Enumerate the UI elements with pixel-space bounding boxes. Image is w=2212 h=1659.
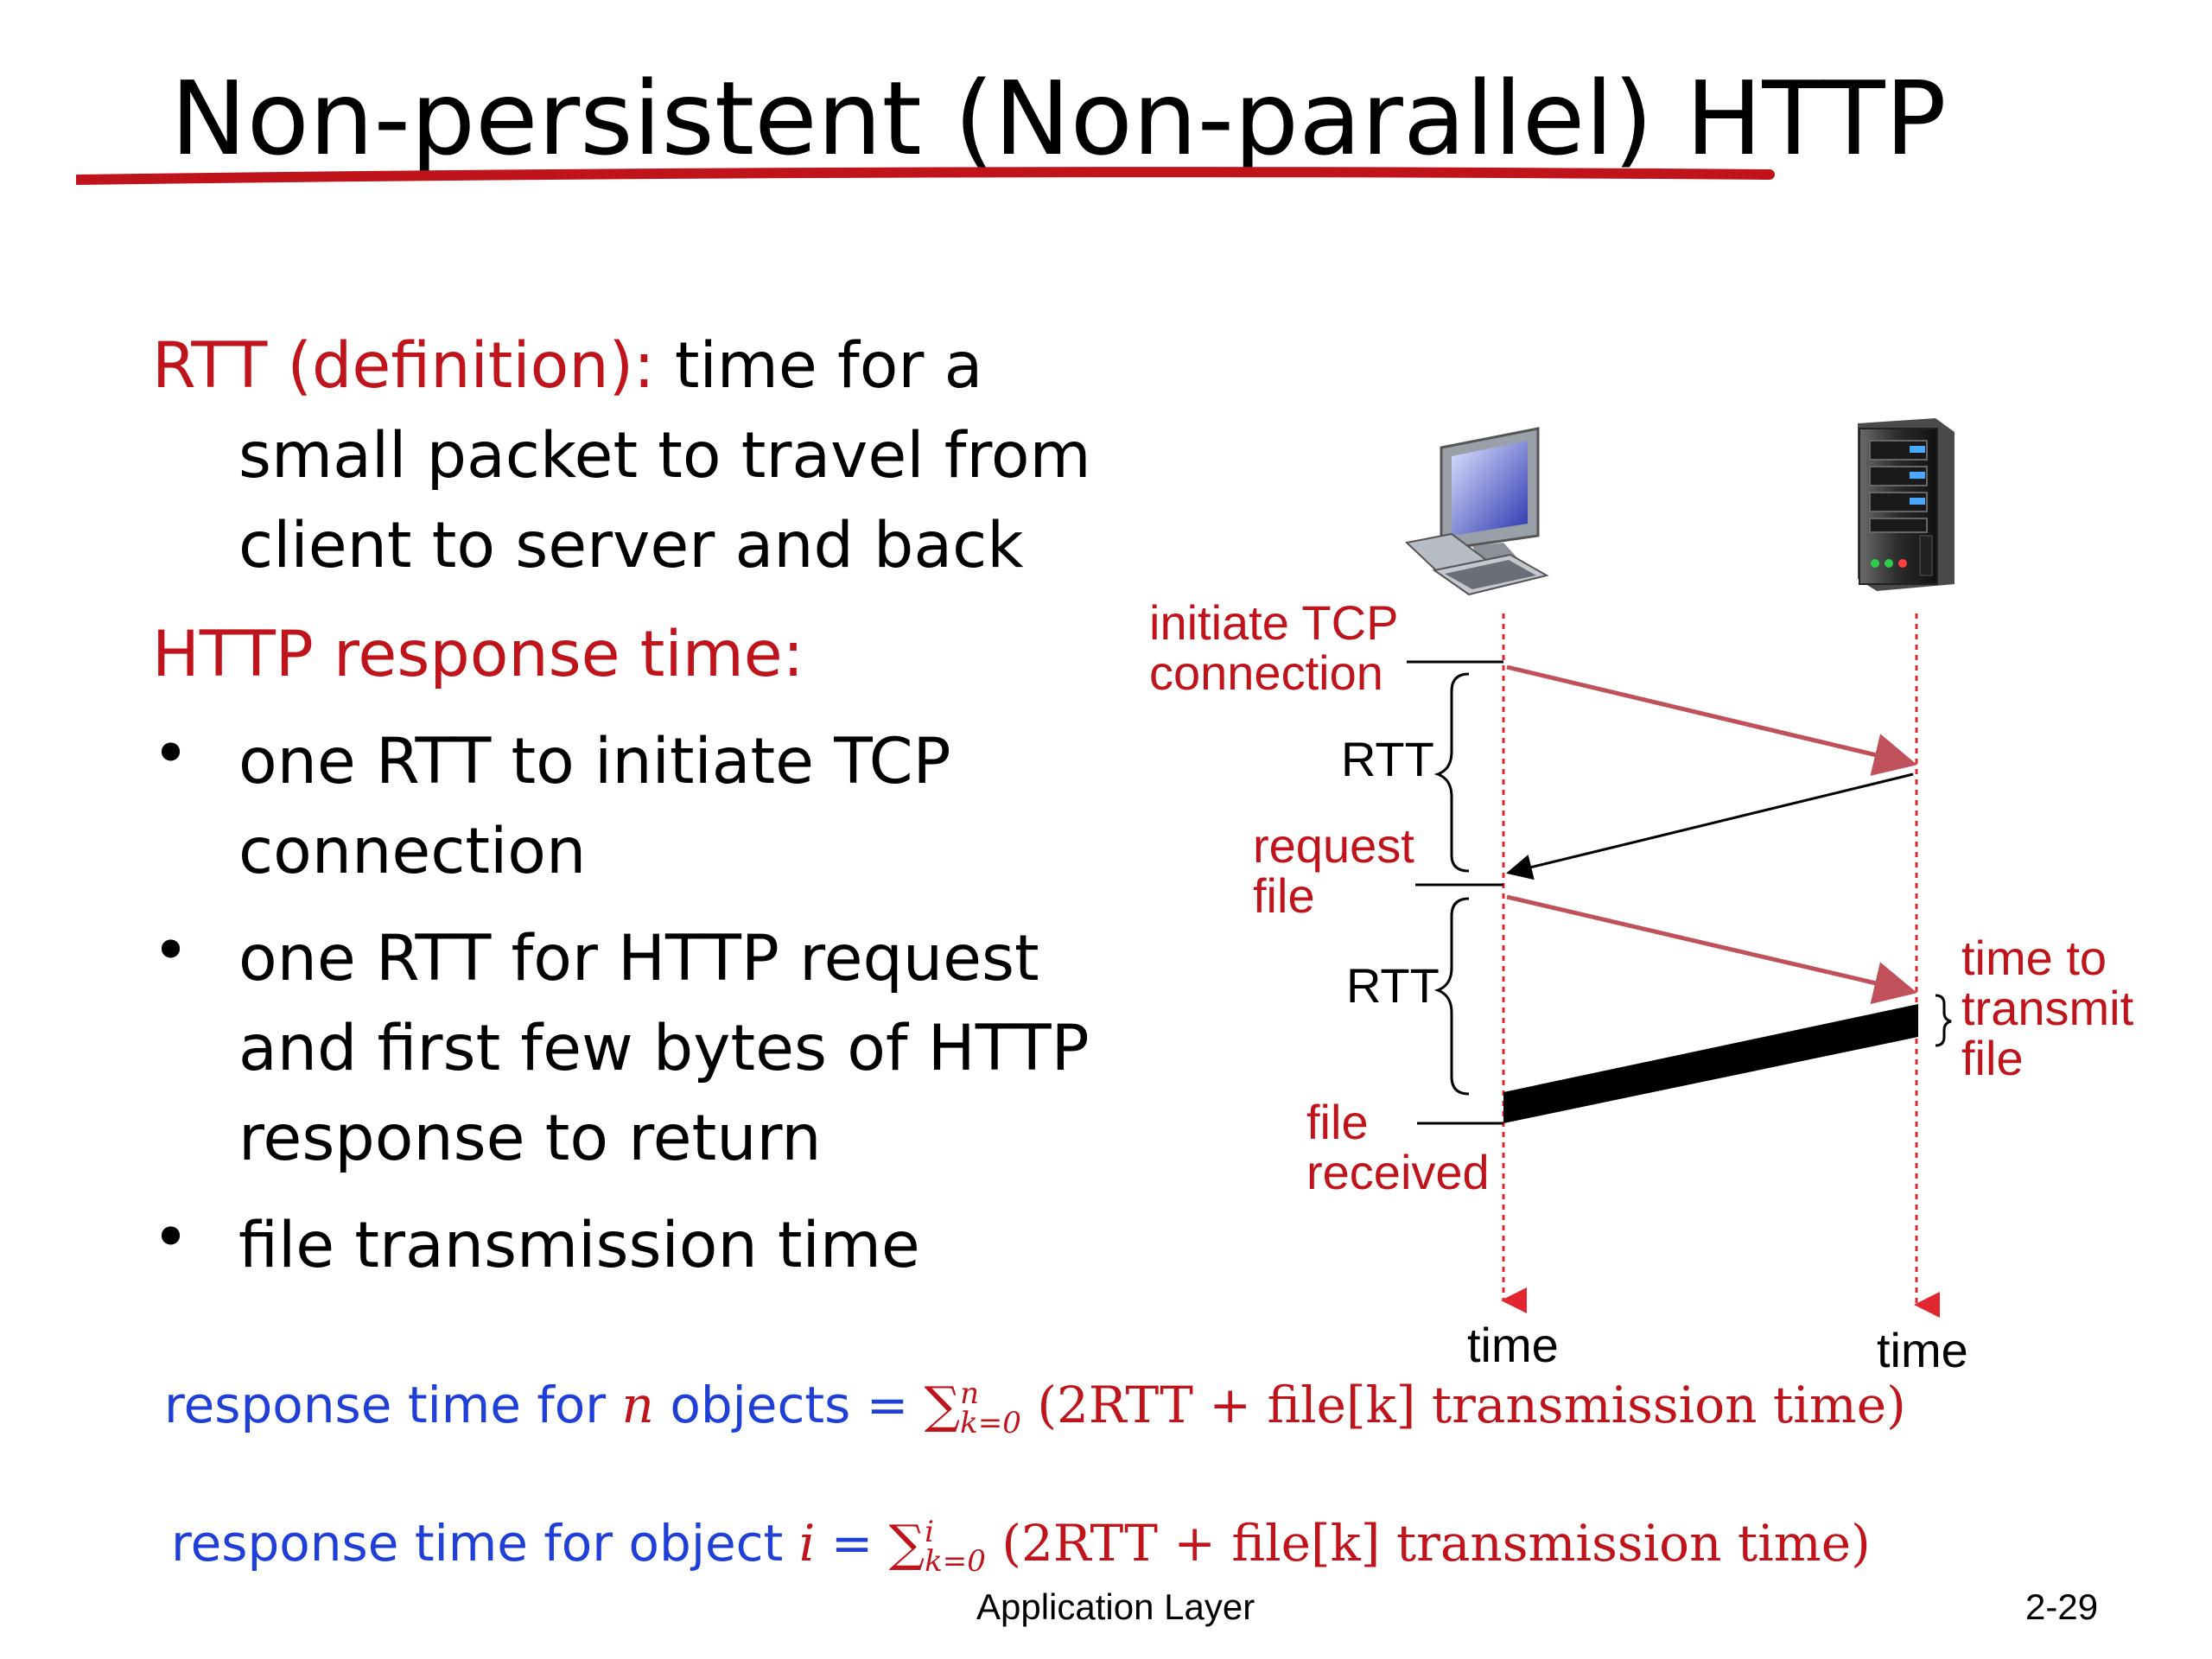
rtt-definition-line1: RTT (definition): time for a <box>152 321 982 411</box>
bullet-2-line2: and first few bytes of HTTP <box>238 1012 1090 1085</box>
bullet-marker: • <box>152 1201 190 1274</box>
slide-title: Non-persistent (Non-parallel) HTTP <box>170 59 1947 178</box>
bullet-marker: • <box>152 914 190 988</box>
label-request-file: request file <box>1253 818 1414 923</box>
client-computer-icon <box>1404 427 1549 596</box>
transmit-brace <box>1935 994 1952 1047</box>
bullet-marker: • <box>152 717 190 791</box>
label-rtt-1: RTT <box>1341 732 1434 786</box>
title-underline <box>76 167 1775 185</box>
bullet-2-line1: one RTT for HTTP request <box>238 922 1039 995</box>
bullet-1-line1: one RTT to initiate TCP <box>238 725 951 798</box>
rtt-definition-text: time for a <box>654 329 983 403</box>
rtt-definition-line3: client to server and back <box>238 509 1024 582</box>
label-client-time: time <box>1467 1318 1559 1372</box>
server-icon <box>1858 418 1955 591</box>
page-number: 2-29 <box>2025 1586 2099 1627</box>
label-rtt-2: RTT <box>1346 958 1440 1013</box>
response-time-heading: HTTP response time: <box>152 618 804 691</box>
bullet-2-line3: response to return <box>238 1102 822 1175</box>
syn-arrow <box>1506 664 1917 776</box>
rtt-definition-line2: small packet to travel from <box>238 419 1091 493</box>
bullet-1-line2: connection <box>238 815 587 888</box>
label-server-time: time <box>1877 1323 1968 1377</box>
rtt-brace-1 <box>1433 672 1470 873</box>
request-arrow <box>1506 894 1917 1005</box>
footer-section: Application Layer <box>976 1586 1255 1627</box>
rtt-definition-term: RTT (definition): <box>152 329 655 403</box>
synack-arrow <box>1506 772 1914 880</box>
bullet-3-line1: file transmission time <box>238 1209 920 1282</box>
label-initiate-tcp: initiate TCP connection <box>1149 595 1399 700</box>
file-transfer-bar <box>1503 1004 1918 1123</box>
label-file-received: file received <box>1306 1095 1490 1199</box>
label-time-to-transmit: time to transmit file <box>1961 931 2134 1085</box>
rtt-brace-2 <box>1433 897 1470 1096</box>
